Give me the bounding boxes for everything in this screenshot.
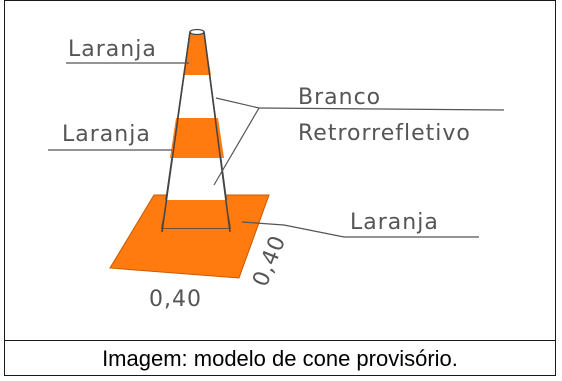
label-branco: Branco: [298, 85, 381, 110]
label-retrorrefletivo: Retrorrefletivo: [298, 121, 471, 146]
dimension-width: 0,40: [149, 287, 202, 312]
figure-frame: [4, 0, 556, 376]
dimension-depth: 0,40: [248, 232, 291, 290]
label-laranja-middle: Laranja: [62, 122, 151, 147]
label-laranja-base: Laranja: [350, 210, 439, 235]
cone-base-plate: [109, 194, 270, 279]
leader-lines: [48, 62, 505, 238]
cone-stripe-middle: [170, 118, 224, 158]
cone-stripe-bottom: [162, 200, 230, 228]
cone-stripe-top: [183, 32, 211, 75]
cone-diagram: Laranja Laranja Branco Retrorrefletivo L…: [48, 28, 505, 312]
cone-tip: [189, 28, 205, 36]
caption-divider: [4, 340, 556, 341]
label-laranja-top: Laranja: [68, 37, 157, 62]
figure-caption: Imagem: modelo de cone provisório.: [102, 345, 458, 371]
